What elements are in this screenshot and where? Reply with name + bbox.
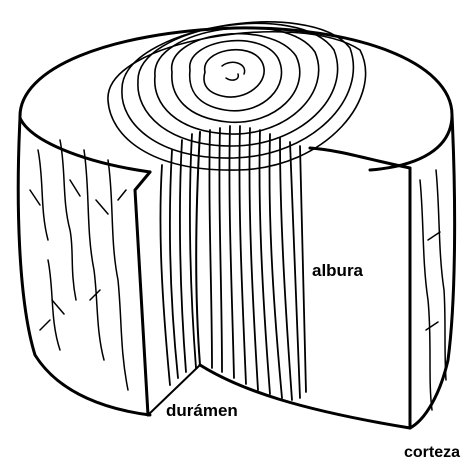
heartwood-grain	[160, 126, 306, 400]
pith-texture	[222, 62, 245, 80]
wedge-left-face-edge	[135, 172, 150, 415]
bark-texture-left	[30, 140, 128, 390]
left-bark-wall	[18, 118, 150, 415]
wedge-vertical-edge	[196, 132, 200, 365]
label-albura: albura	[312, 262, 363, 279]
label-corteza: corteza	[404, 445, 460, 461]
growth-rings	[108, 22, 366, 170]
wedge-right-face-top	[310, 148, 410, 168]
bark-texture-right	[420, 170, 446, 410]
right-bark-wall	[410, 115, 455, 428]
label-duramen: durámen	[166, 402, 238, 419]
